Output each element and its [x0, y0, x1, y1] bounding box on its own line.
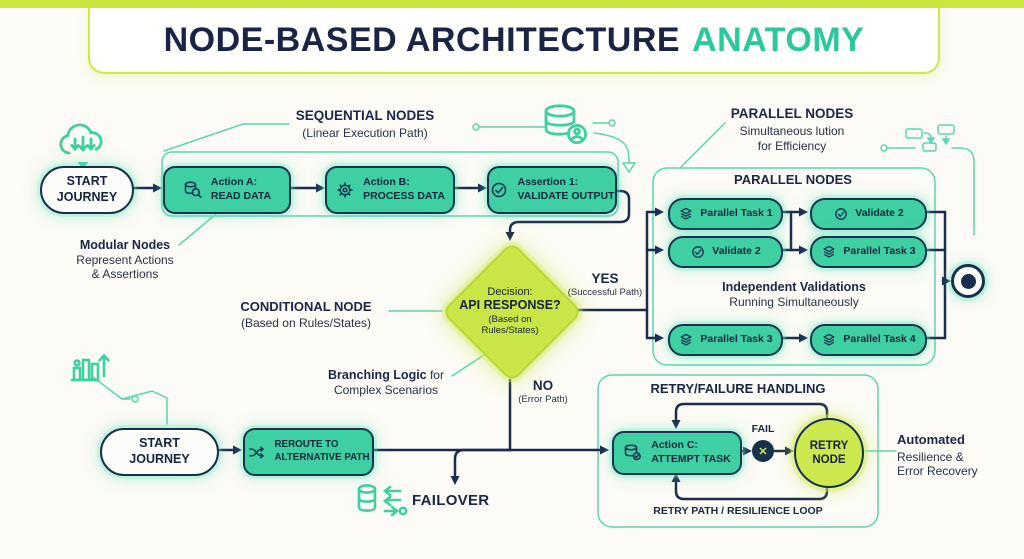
parallel-callout-line [680, 122, 726, 168]
parallel-box-title: PARALLEL NODES [734, 172, 852, 187]
layers-icon [680, 207, 692, 220]
branching-note: Branching Logic for Complex Scenarios [312, 368, 460, 397]
start-journey-node-bottom: START JOURNEY [100, 428, 219, 476]
conditional-note-title: CONDITIONAL NODE [240, 299, 372, 314]
assertion-1-node: Assertion 1:VALIDATE OUTPUT [487, 166, 617, 214]
automated-note: Automated Resilience & Error Recovery [897, 432, 1009, 478]
retry-loop-top [671, 402, 829, 429]
modular-note-line3: & Assertions [91, 267, 159, 282]
end-target-icon [951, 264, 985, 298]
layers-icon [823, 333, 835, 346]
conditional-note-sub: (Based on Rules/States) [240, 315, 372, 330]
parallel-subheading-1: Simultaneous lution [739, 124, 845, 139]
fail-label: FAIL [751, 423, 775, 435]
failover-label: FAILOVER [412, 492, 490, 509]
no-sublabel: (Error Path) [518, 394, 568, 406]
yes-label: YES [591, 271, 619, 286]
branching-note-rest: for [426, 368, 444, 382]
independent-note-bold: Independent Validations [722, 280, 866, 294]
check-circle-icon [492, 182, 507, 198]
parallel-heading-block: PARALLEL NODES Simultaneous lution for E… [713, 106, 871, 153]
action-c-node: Action C:ATTEMPT TASK [612, 431, 742, 475]
branching-note-line2: Complex Scenarios [333, 383, 439, 397]
parallel-task-1-node: Parallel Task 1 [668, 198, 783, 230]
parallel-task-4-node: Parallel Task 4 [810, 324, 927, 356]
sequential-heading-block: SEQUENTIAL NODES (Linear Execution Path) [280, 108, 450, 141]
modular-note-title: Modular Nodes [79, 238, 171, 252]
validate-2-node-row1: Validate 2 [810, 198, 927, 230]
retry-loop-bottom [671, 473, 829, 501]
no-label-block: NO (Error Path) [500, 378, 586, 406]
modular-note: Modular Nodes Represent Actions & Assert… [55, 238, 195, 282]
check-circle-icon [835, 208, 848, 220]
database-transfer-icon [357, 484, 408, 517]
action-b-node: Action B:PROCESS DATA [325, 166, 455, 214]
conditional-note: CONDITIONAL NODE (Based on Rules/States) [222, 299, 390, 330]
parallel-task-3-node-row2: Parallel Task 3 [810, 236, 927, 268]
yes-label-block: YES (Successful Path) [563, 271, 647, 299]
sequential-bracket [161, 151, 619, 217]
decision-diamond-text: Decision: API RESPONSE? (Based on Rules/… [459, 286, 561, 336]
sequential-heading: SEQUENTIAL NODES [295, 108, 435, 123]
edge-failover [450, 448, 512, 485]
branching-callout-line [451, 354, 485, 377]
modular-callout-line [178, 213, 217, 246]
retry-node: RETRY NODE [794, 418, 864, 488]
teal-guides [92, 119, 975, 528]
edge-assertion-to-decision [505, 189, 631, 241]
sequential-callout-line [163, 123, 290, 152]
action-a-node: Action A:READ DATA [163, 166, 291, 214]
no-label: NO [532, 378, 554, 393]
page-title-main: NODE-BASED ARCHITECTURE [163, 20, 681, 59]
check-circle-icon [692, 246, 705, 258]
parallel-task-3-node-row3: Parallel Task 3 [668, 324, 783, 356]
circuit-line-b [121, 390, 168, 425]
page-title-accent: ANATOMY [692, 20, 865, 59]
top-accent-bar [0, 0, 1024, 8]
retry-box-title: RETRY/FAILURE HANDLING [650, 381, 826, 396]
sequential-subheading: (Linear Execution Path) [302, 126, 428, 141]
page-title: NODE-BASED ARCHITECTURE ANATOMY [88, 8, 940, 74]
automated-note-bold: Automated [897, 432, 965, 447]
cloud-sync-icon [59, 123, 103, 169]
shuffle-icon [249, 446, 265, 458]
validate-2-node-row2: Validate 2 [668, 236, 783, 268]
parallel-box [652, 167, 936, 366]
automated-note-line2: Resilience & [897, 449, 964, 464]
yes-sublabel: (Successful Path) [567, 287, 643, 299]
layers-icon [823, 245, 835, 258]
parallel-subheading-2: for Efficiency [757, 138, 827, 153]
independent-note: Independent Validations Running Simultan… [698, 280, 890, 309]
database-search-icon [184, 181, 202, 198]
branching-note-bold: Branching Logic [328, 368, 427, 382]
independent-note-line2: Running Simultaneously [729, 295, 859, 309]
layers-icon [680, 333, 692, 346]
fail-x-icon: ✕ [752, 440, 774, 462]
bar-chart-icon [70, 353, 110, 382]
database-check-icon [624, 444, 642, 461]
automated-note-line3: Error Recovery [897, 463, 978, 478]
retry-loop-label: RETRY PATH / RESILIENCE LOOP [653, 505, 823, 517]
database-user-icon [544, 104, 588, 145]
flow-blocks-icon [880, 124, 975, 236]
start-journey-node-top: START JOURNEY [40, 166, 134, 214]
gear-icon [337, 182, 353, 198]
modular-note-line2: Represent Actions [76, 253, 174, 267]
parallel-heading: PARALLEL NODES [730, 106, 854, 121]
